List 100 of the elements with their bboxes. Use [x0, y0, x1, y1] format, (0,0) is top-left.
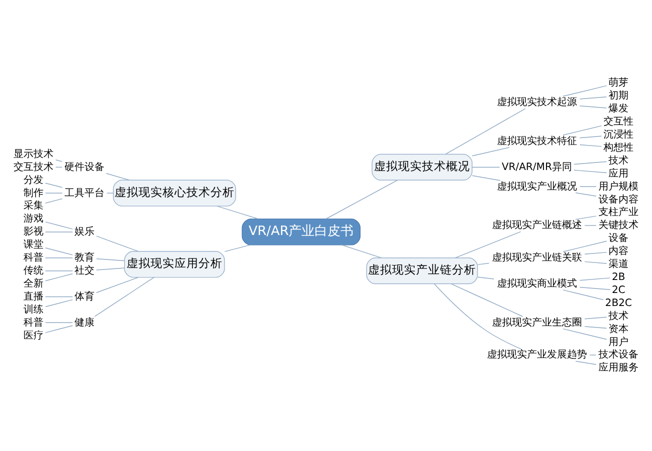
connector	[579, 286, 610, 290]
connector	[562, 328, 608, 340]
connector	[584, 225, 597, 226]
connector	[96, 236, 139, 252]
connector	[579, 105, 607, 108]
connector	[575, 192, 596, 196]
node-text: 体育	[74, 291, 95, 302]
node-text: 虚拟现实技术起源	[496, 97, 577, 108]
connector	[55, 160, 62, 162]
node-text: 构想性	[604, 142, 634, 154]
node-text: 科普	[23, 252, 44, 264]
node-text: 交互性	[604, 116, 634, 128]
connector	[96, 277, 139, 293]
node-text: 交互技术	[13, 162, 54, 173]
node-text: 内容	[608, 246, 629, 258]
node-text: 技术	[608, 310, 629, 322]
node-text: 虚拟现实商业模式	[496, 278, 577, 290]
node-text: 渠道	[608, 259, 629, 270]
node-text: 用户	[608, 336, 629, 348]
connector	[562, 85, 608, 97]
connector	[562, 240, 608, 252]
connector	[472, 175, 501, 181]
connector	[472, 147, 510, 156]
node-text: 传统	[23, 266, 44, 277]
node-text: 虚拟现实产业链关联	[492, 252, 582, 264]
node-text: 应用	[608, 168, 629, 180]
connector	[477, 262, 490, 265]
connector	[45, 322, 73, 324]
connector	[45, 182, 63, 188]
connector	[45, 273, 73, 282]
connector	[575, 360, 596, 365]
node-text: 支柱产业	[598, 207, 639, 218]
node-text: 采集	[23, 200, 44, 212]
connector	[579, 136, 602, 138]
node-box: 虚拟现实技术概况	[372, 154, 472, 181]
connector	[574, 170, 608, 174]
node-text: 关键技术	[598, 220, 639, 232]
connector	[96, 268, 125, 270]
connector	[94, 276, 154, 317]
node-text: 资本	[608, 324, 629, 335]
connector	[106, 172, 130, 180]
node-text: 技术	[608, 155, 629, 166]
connector	[584, 261, 608, 264]
node-text: 虚拟现实技术特征	[496, 136, 577, 147]
node-text: 直播	[23, 291, 44, 302]
connector	[445, 108, 526, 154]
node-text: 医疗	[23, 330, 44, 342]
node-text: 社交	[74, 266, 95, 277]
connector	[45, 248, 73, 256]
node-box: 虚拟现实产业链分析	[366, 258, 478, 284]
node-text: 2C	[612, 284, 626, 296]
node-text: 教育	[74, 252, 95, 264]
connector	[575, 216, 596, 220]
node-text: 虚拟现实产业概况	[496, 181, 577, 192]
connector	[342, 244, 382, 258]
connector	[584, 252, 608, 254]
connector	[45, 296, 73, 298]
connector	[326, 180, 398, 220]
connector	[216, 206, 259, 220]
node-text: 制作	[23, 188, 44, 199]
node-box: VR/AR产业白皮书	[242, 218, 361, 246]
node-text: 全新	[23, 278, 44, 290]
connector	[472, 166, 500, 168]
node-text: VR/AR/MR异同	[502, 162, 572, 173]
node-text: 娱乐	[74, 226, 95, 238]
node-text: 虚拟现实产业生态圈	[492, 317, 582, 328]
node-text: 训练	[23, 304, 44, 316]
node-text: 显示技术	[13, 148, 54, 160]
connector	[562, 125, 602, 136]
node-text: 虚拟现实产业链概述	[492, 220, 582, 232]
node-text: 初期	[608, 90, 629, 102]
node-text: 爆发	[608, 104, 629, 115]
node-text: 课堂	[23, 240, 44, 251]
node-box: 虚拟现实核心技术分析	[112, 180, 236, 206]
node-text: 技术设备	[598, 350, 639, 361]
node-text: 工具平台	[64, 188, 105, 199]
connector	[224, 244, 251, 252]
node-text: 设备	[608, 233, 629, 244]
connector	[562, 290, 604, 300]
node-text: 应用服务	[598, 362, 639, 374]
node-text: 2B2C	[605, 298, 632, 309]
connector	[45, 192, 63, 194]
connector	[477, 276, 494, 280]
node-text: 2B	[612, 272, 626, 283]
connector	[45, 222, 73, 230]
node-text: 用户规模	[598, 181, 639, 192]
connector	[45, 198, 63, 204]
connector	[45, 325, 73, 334]
connector	[579, 278, 610, 281]
connector	[451, 284, 524, 317]
connector	[584, 316, 608, 320]
node-text: 萌芽	[608, 78, 629, 89]
connector	[579, 96, 607, 100]
node-text: 沉浸性	[604, 129, 634, 140]
node-box: 虚拟现实应用分析	[124, 251, 225, 278]
connector	[584, 326, 608, 329]
connector	[45, 299, 73, 308]
node-text: 游戏	[23, 214, 44, 225]
connector	[454, 231, 521, 258]
node-text: 虚拟现实产业发展趋势	[486, 350, 587, 361]
